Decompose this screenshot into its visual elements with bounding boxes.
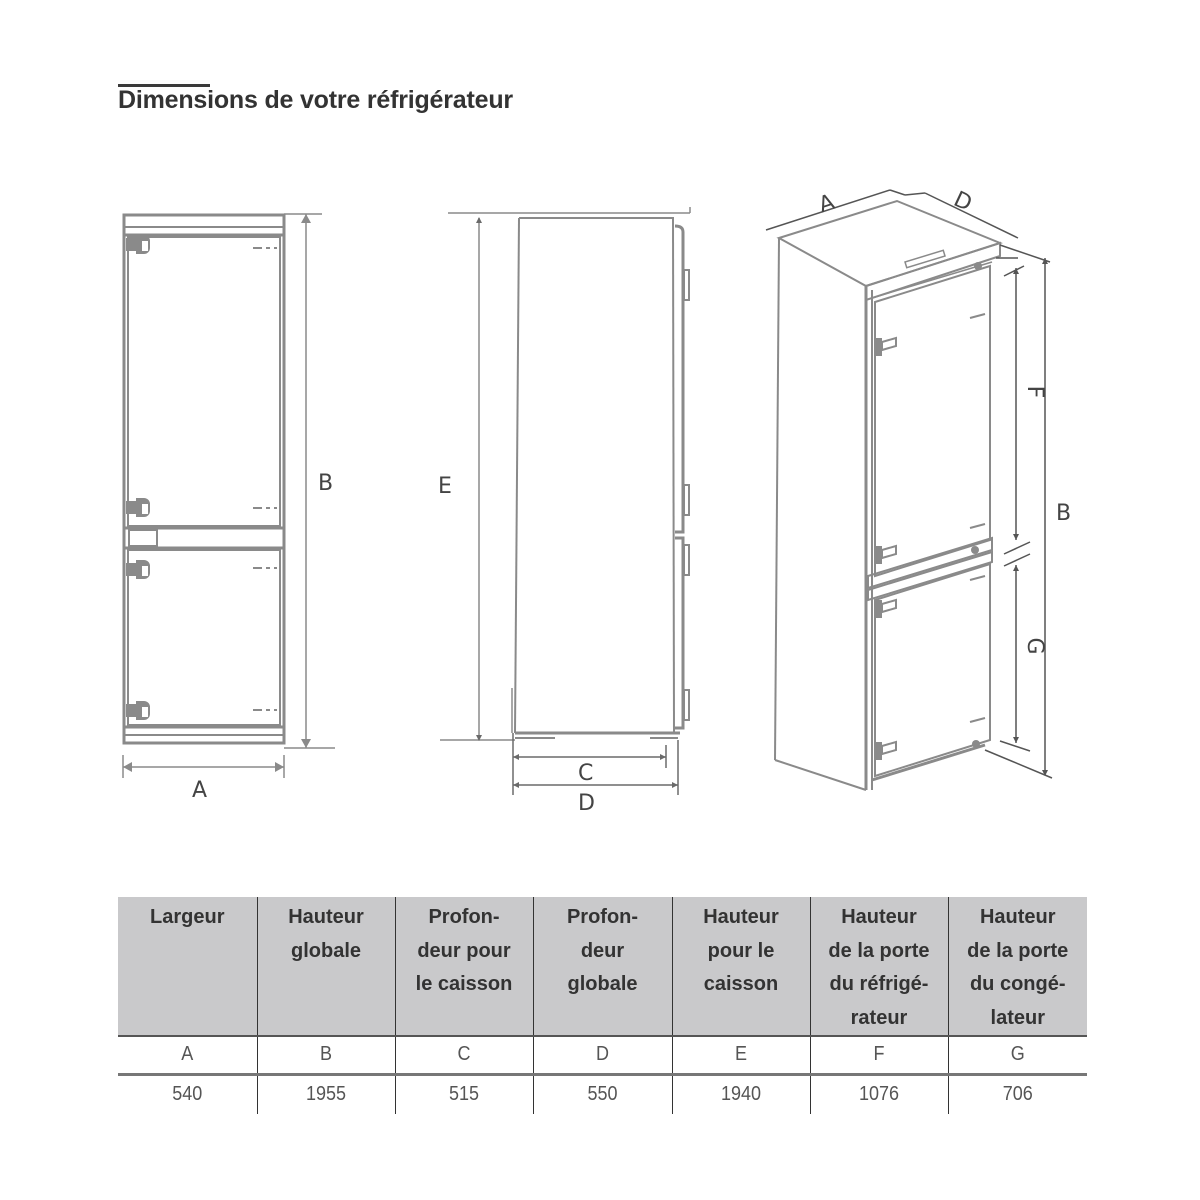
dimension-label-a-iso: A: [816, 190, 838, 218]
dimension-e: [440, 217, 515, 741]
front-view-drawing: [122, 213, 286, 745]
header-line: globale: [290, 939, 361, 962]
value-cell: 1940: [678, 1074, 804, 1114]
letter-cell: E: [678, 1036, 804, 1076]
letter-cell: G: [954, 1036, 1081, 1076]
letter-cell: B: [263, 1036, 389, 1076]
dimension-b-front: [284, 213, 335, 749]
hinge-icon: [876, 262, 982, 760]
value-cell: 1955: [263, 1074, 389, 1114]
letter-cell: F: [816, 1036, 942, 1076]
door-marker-icon: [253, 247, 277, 711]
dimension-label-d: D: [578, 791, 595, 816]
iso-view-drawing: [774, 199, 1003, 791]
header-line: globale: [567, 973, 638, 995]
value-cell: 1076: [816, 1074, 942, 1114]
dimension-label-c: C: [578, 761, 593, 786]
dimension-label-b-iso: B: [1056, 501, 1071, 526]
column-header-porte-congelateur: Hauteur de la porte du congé-lateur: [947, 897, 1087, 1037]
header-line: Hauteur: [841, 906, 917, 928]
header-line: Profon-: [428, 906, 500, 928]
header-line: caisson: [703, 973, 779, 995]
value-cell: 706: [954, 1074, 1081, 1114]
dimension-a-d-iso: [765, 189, 1051, 263]
header-line: le caisson: [415, 973, 513, 995]
dimension-label-f: F: [1022, 386, 1047, 399]
dimension-label-a: A: [192, 778, 207, 803]
header-line: Profon-: [566, 906, 639, 928]
letter-cell: C: [401, 1036, 527, 1076]
column-header-hauteur-caisson: Hauteur pour le caisson: [671, 897, 810, 1037]
header-line: de la porte: [967, 939, 1069, 962]
column-header-profondeur-caisson: Profon-deur pour le caisson: [394, 897, 533, 1037]
header-line: deur: [580, 939, 625, 962]
technical-drawings: B A E: [122, 187, 1071, 816]
dimension-a-front: [122, 755, 285, 778]
table-row-letters: A B C D E F G: [118, 1036, 1087, 1076]
page-title: Dimensions de votre réfrigérateur: [118, 86, 513, 114]
header-line: Hauteur: [703, 906, 779, 928]
header-line: lateur: [990, 1006, 1045, 1029]
column-header-profondeur-globale: Profon-deur globale: [532, 897, 672, 1037]
column-header-hauteur-globale: Hauteur globale: [256, 897, 395, 1037]
column-header-largeur: Largeur: [118, 897, 257, 1037]
column-header-porte-refrigerateur: Hauteur de la porte du réfrigé-rateur: [809, 897, 948, 1037]
dimensions-table: Largeur Hauteur globale Profon-deur pour l…: [118, 897, 1087, 1114]
header-line: de la porte: [828, 939, 930, 962]
header-line: pour le: [707, 939, 775, 962]
header-line: deur pour: [417, 939, 511, 962]
dimension-label-e: E: [438, 474, 452, 499]
value-cell: 550: [539, 1074, 666, 1114]
table-header-row: Largeur Hauteur globale Profon-deur pour l…: [118, 897, 1087, 1037]
table-row-values: 540 1955 515 550 1940 1076 706: [118, 1074, 1087, 1114]
door-marker-icon: [969, 313, 986, 723]
dimension-c-d-side: [512, 733, 679, 795]
dimension-f-g-b-iso: [984, 258, 1053, 779]
header-line: Largeur: [150, 906, 225, 928]
value-cell: 540: [172, 1083, 203, 1106]
dimension-label-d-iso: D: [950, 187, 976, 217]
letter-cell: D: [539, 1036, 666, 1076]
header-line: Hauteur: [288, 906, 364, 928]
side-view-drawing: [448, 207, 691, 739]
header-line: Hauteur: [979, 906, 1056, 928]
header-line: rateur: [850, 1006, 908, 1029]
dimension-label-g: G: [1022, 637, 1047, 654]
title-accent-bar: [118, 84, 210, 87]
header-line: du réfrigé-: [829, 973, 929, 995]
letter-cell: A: [124, 1036, 251, 1076]
header-line: du congé-: [969, 973, 1066, 995]
hinge-icon: [126, 235, 150, 720]
dimension-label-b: B: [318, 471, 333, 496]
value-cell: 515: [401, 1074, 527, 1114]
